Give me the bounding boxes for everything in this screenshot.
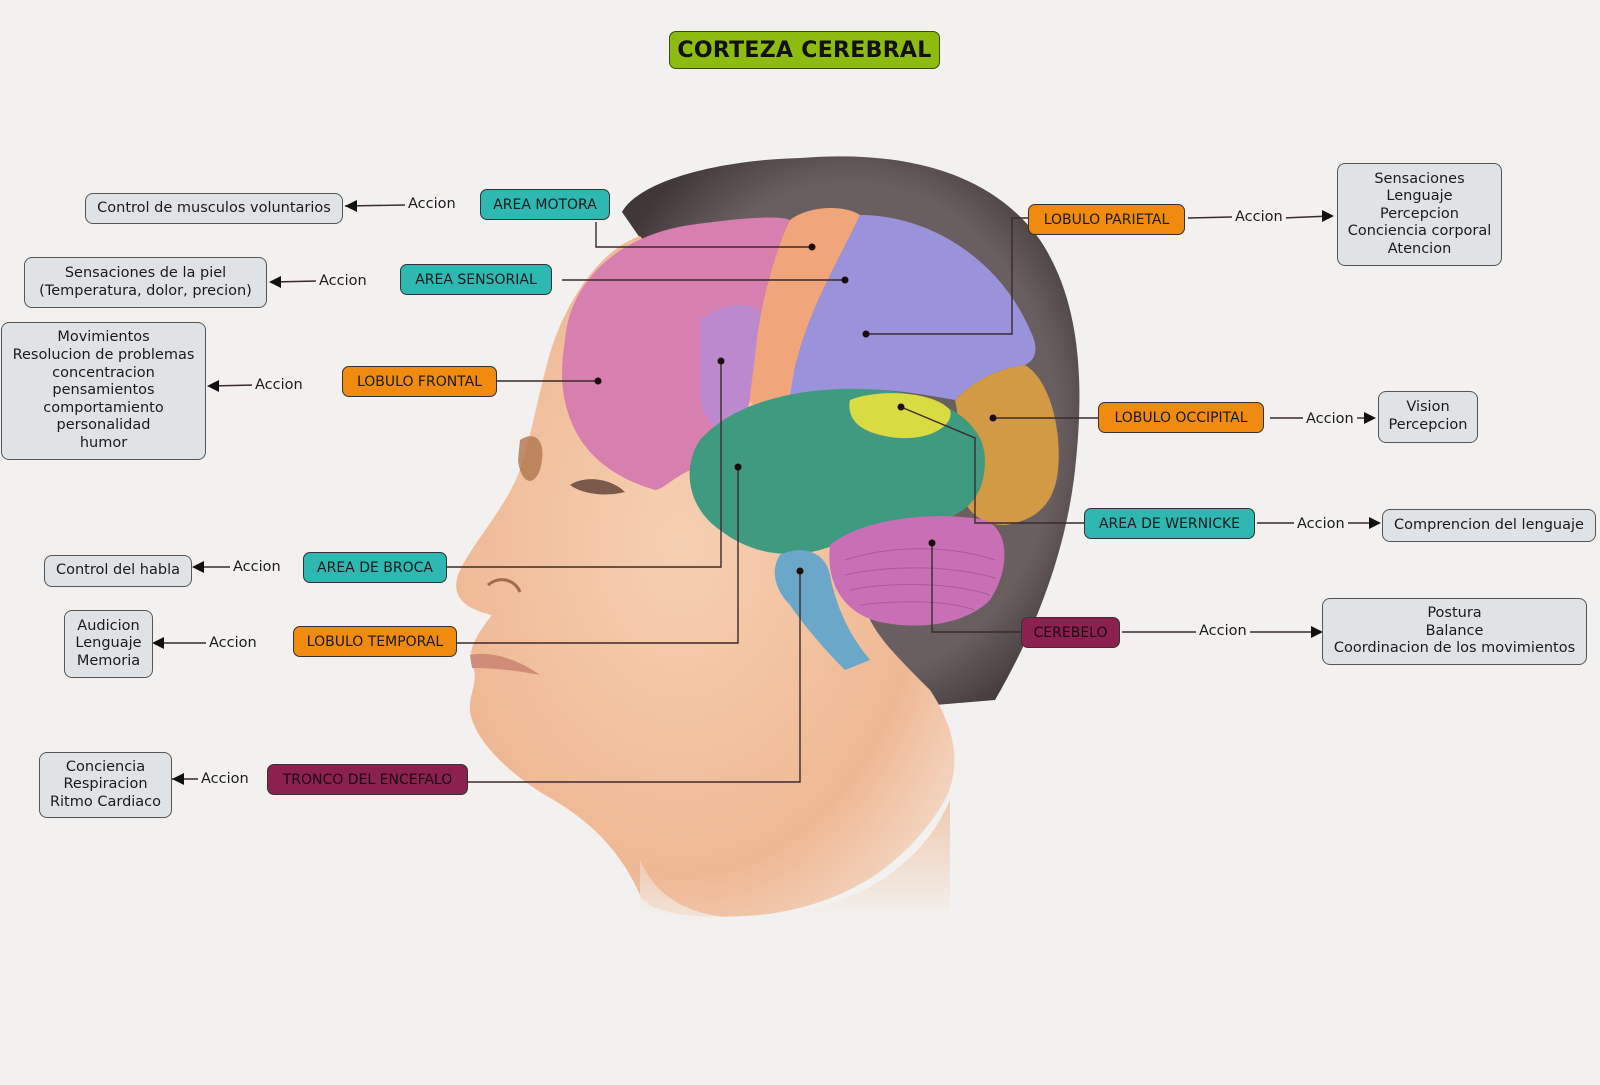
arrow-left-icon xyxy=(172,773,184,785)
motor-area xyxy=(750,208,860,419)
eye xyxy=(570,479,625,495)
node-lobulo-parietal[interactable]: LOBULO PARIETAL xyxy=(1028,204,1185,235)
arrow-left-icon xyxy=(192,561,204,573)
arrow-right-icon xyxy=(1364,412,1376,424)
accion-label: Accion xyxy=(252,376,306,394)
accion-label: Accion xyxy=(405,195,459,213)
node-area-motora[interactable]: AREA MOTORA xyxy=(480,189,610,220)
page-title: CORTEZA CEREBRAL xyxy=(669,31,940,69)
lips xyxy=(470,653,540,675)
function-box-area-de-broca: Control del habla xyxy=(44,555,192,587)
cerebellum xyxy=(829,516,1005,626)
function-box-area-motora: Control de musculos voluntarios xyxy=(85,193,343,224)
node-area-de-wernicke[interactable]: AREA DE WERNICKE xyxy=(1084,508,1255,539)
brainstem xyxy=(774,550,870,670)
arrow-right-icon xyxy=(1369,517,1381,529)
neck-shape xyxy=(640,800,950,920)
function-box-area-de-wernicke: Comprencion del lenguaje xyxy=(1382,509,1596,542)
function-box-lobulo-frontal: Movimientos Resolucion de problemas conc… xyxy=(1,322,206,460)
accion-label: Accion xyxy=(1196,622,1250,640)
node-lobulo-temporal[interactable]: LOBULO TEMPORAL xyxy=(293,626,457,657)
leader-lines xyxy=(155,204,1376,783)
parietal-lobe xyxy=(790,215,1036,400)
function-box-lobulo-parietal: Sensaciones Lenguaje Percepcion Concienc… xyxy=(1337,163,1502,266)
node-area-de-broca[interactable]: AREA DE BROCA xyxy=(303,552,447,583)
nostril xyxy=(487,578,522,593)
function-box-lobulo-occipital: Vision Percepcion xyxy=(1378,391,1478,443)
node-tronco-del-encefalo[interactable]: TRONCO DEL ENCEFALO xyxy=(267,764,468,795)
accion-label: Accion xyxy=(1232,208,1286,226)
arrow-left-icon xyxy=(269,276,281,288)
accion-label: Accion xyxy=(316,272,370,290)
arrow-left-icon xyxy=(345,200,357,212)
function-box-cerebelo: Postura Balance Coordinacion de los movi… xyxy=(1322,598,1587,665)
arrowheads xyxy=(152,200,1381,785)
accion-label: Accion xyxy=(1303,410,1357,428)
arrow-left-icon xyxy=(152,637,164,649)
arrow-right-icon xyxy=(1311,626,1323,638)
function-box-area-sensorial: Sensaciones de la piel (Temperatura, dol… xyxy=(24,257,267,308)
node-cerebelo[interactable]: CEREBELO xyxy=(1021,617,1120,648)
node-lobulo-occipital[interactable]: LOBULO OCCIPITAL xyxy=(1098,402,1264,433)
node-lobulo-frontal[interactable]: LOBULO FRONTAL xyxy=(342,366,497,397)
premotor-area xyxy=(700,304,760,433)
eyebrow xyxy=(518,436,543,481)
arrow-left-icon xyxy=(207,380,219,392)
function-box-lobulo-temporal: Audicion Lenguaje Memoria xyxy=(64,610,153,678)
cerebellum-folds xyxy=(844,548,996,611)
accion-label: Accion xyxy=(206,634,260,652)
accion-label: Accion xyxy=(1294,515,1348,533)
wernicke-area xyxy=(849,393,951,439)
accion-label: Accion xyxy=(198,770,252,788)
function-box-tronco-del-encefalo: Conciencia Respiracion Ritmo Cardiaco xyxy=(39,752,172,818)
arrow-right-icon xyxy=(1322,210,1334,222)
accion-label: Accion xyxy=(230,558,284,576)
node-area-sensorial[interactable]: AREA SENSORIAL xyxy=(400,264,552,295)
pointer-dots xyxy=(594,243,997,575)
